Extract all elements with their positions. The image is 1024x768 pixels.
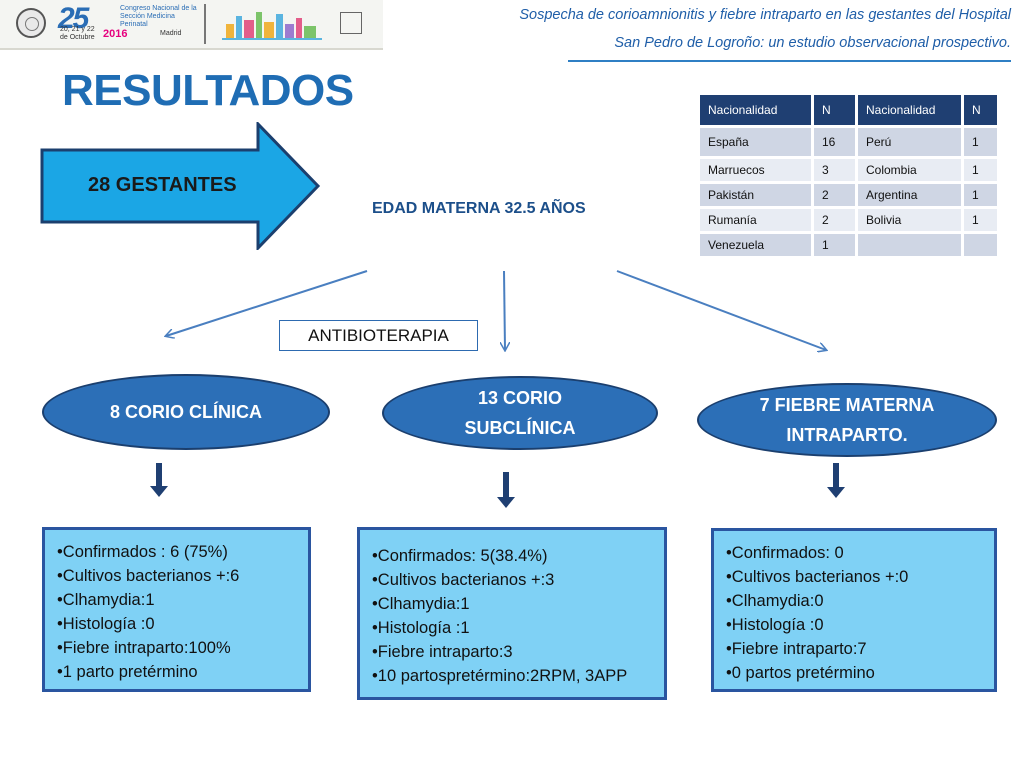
list-item: 1 parto pretérmino: [57, 660, 300, 684]
table-row: Rumanía 2 Bolivia 1: [697, 206, 1000, 234]
table-cell: 16: [811, 125, 858, 159]
list-item: Histología :0: [726, 613, 986, 637]
down-arrow-icon: [150, 463, 168, 497]
congress-logo-year: 2016: [103, 28, 128, 40]
page-title: RESULTADOS: [62, 66, 354, 115]
corio-clinica-label: 8 CORIO CLÍNICA: [109, 401, 262, 422]
nationality-table: Nacionalidad N Nacionalidad N España 16 …: [697, 92, 1000, 259]
header-rule: [568, 60, 1011, 62]
list-item: Histología :1: [372, 616, 656, 640]
table-header-cell: N: [961, 92, 1000, 128]
table-row: Pakistán 2 Argentina 1: [697, 181, 1000, 209]
list-item: Confirmados: 0: [726, 541, 986, 565]
list-item: Cultivos bacterianos +:3: [372, 568, 656, 592]
table-cell: 1: [811, 231, 858, 259]
congress-logo-city: Madrid: [160, 30, 182, 37]
city-skyline-icon: [222, 12, 322, 40]
table-cell: 1: [961, 156, 1000, 184]
fiebre-materna-label-line1: 7 FIEBRE MATERNA: [759, 395, 935, 415]
fiebre-materna-results: Confirmados: 0 Cultivos bacterianos +:0 …: [711, 528, 997, 692]
table-header-cell: N: [811, 92, 858, 128]
fiebre-materna-label-line2: INTRAPARTO.: [786, 425, 908, 445]
congress-logo-number: 25: [58, 2, 89, 35]
organization-logo-icon: [340, 12, 362, 34]
banner-divider: [204, 4, 206, 44]
list-item: Clhamydia:1: [57, 588, 300, 612]
table-cell: 1: [961, 125, 1000, 159]
table-cell: 1: [961, 206, 1000, 234]
congress-logo-dates: 20, 21 y 22 de Octubre: [60, 26, 95, 41]
table-cell: Marruecos: [697, 156, 814, 184]
table-cell: Venezuela: [697, 231, 814, 259]
antibioterapia-label: ANTIBIOTERAPIA: [279, 320, 478, 351]
maternal-age: EDAD MATERNA 32.5 AÑOS: [372, 200, 586, 217]
down-arrow-icon: [497, 472, 515, 508]
arrow-to-corio-clinica: [166, 270, 368, 336]
list-item: 10 partospretérmino:2RPM, 3APP: [372, 664, 656, 688]
fiebre-materna-ellipse: 7 FIEBRE MATERNA INTRAPARTO.: [697, 383, 997, 457]
seal-logo-icon: [16, 8, 46, 38]
corio-clinica-results: Confirmados : 6 (75%) Cultivos bacterian…: [42, 527, 311, 692]
table-cell: Argentina: [855, 181, 964, 209]
gestantes-label: 28 GESTANTES: [88, 174, 237, 196]
table-cell: 2: [811, 206, 858, 234]
slide-subtitle-line1: Sospecha de corioamnionitis y fiebre int…: [519, 7, 1011, 23]
table-cell: España: [697, 125, 814, 159]
corio-subclinica-label-line2: SUBCLÍNICA: [464, 418, 576, 438]
list-item: Fiebre intraparto:7: [726, 637, 986, 661]
list-item: Cultivos bacterianos +:0: [726, 565, 986, 589]
list-item: Fiebre intraparto:100%: [57, 636, 300, 660]
arrow-to-fiebre: [616, 270, 826, 350]
table-cell: [855, 231, 964, 259]
list-item: Fiebre intraparto:3: [372, 640, 656, 664]
gestantes-arrow: [40, 122, 321, 250]
table-row: Marruecos 3 Colombia 1: [697, 156, 1000, 184]
table-header-cell: Nacionalidad: [855, 92, 964, 128]
table-cell: 1: [961, 181, 1000, 209]
table-cell: 3: [811, 156, 858, 184]
list-item: Cultivos bacterianos +:6: [57, 564, 300, 588]
corio-subclinica-ellipse: 13 CORIO SUBCLÍNICA: [382, 376, 658, 450]
table-cell: Bolivia: [855, 206, 964, 234]
table-row: Venezuela 1: [697, 231, 1000, 259]
list-item: Histología :0: [57, 612, 300, 636]
list-item: Confirmados: 5(38.4%): [372, 544, 656, 568]
table-cell: Colombia: [855, 156, 964, 184]
table-cell: Rumanía: [697, 206, 814, 234]
list-item: Confirmados : 6 (75%): [57, 540, 300, 564]
table-header-cell: Nacionalidad: [697, 92, 814, 128]
list-item: Clhamydia:1: [372, 592, 656, 616]
table-cell: 2: [811, 181, 858, 209]
congress-logo-name: Congreso Nacional de la Sección Medicina…: [120, 5, 197, 28]
down-arrow-icon: [827, 463, 845, 498]
table-cell: Perú: [855, 125, 964, 159]
list-item: Clhamydia:0: [726, 589, 986, 613]
table-cell: Pakistán: [697, 181, 814, 209]
corio-clinica-ellipse: 8 CORIO CLÍNICA: [42, 374, 330, 450]
table-header-row: Nacionalidad N Nacionalidad N: [697, 92, 1000, 128]
slide-subtitle-line2: San Pedro de Logroño: un estudio observa…: [614, 35, 1011, 51]
table-cell: [961, 231, 1000, 259]
corio-subclinica-results: Confirmados: 5(38.4%) Cultivos bacterian…: [357, 527, 667, 700]
corio-subclinica-label-line1: 13 CORIO: [477, 388, 563, 408]
table-row: España 16 Perú 1: [697, 125, 1000, 159]
conference-banner: [0, 0, 383, 50]
list-item: 0 partos pretérmino: [726, 661, 986, 685]
arrow-to-corio-subclinica: [504, 270, 505, 350]
